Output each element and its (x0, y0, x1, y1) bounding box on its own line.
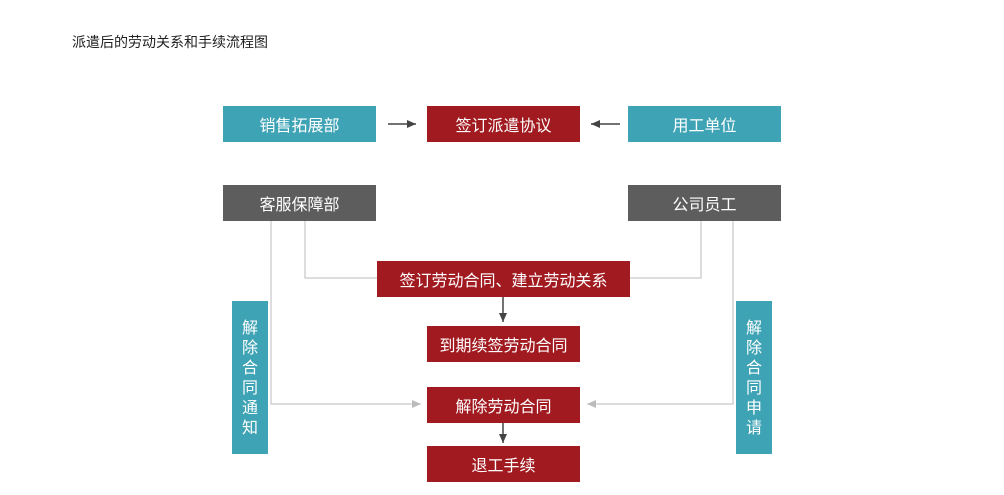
node-renew-contract: 到期续签劳动合同 (427, 326, 580, 362)
node-resignation-procedures: 退工手续 (427, 446, 580, 482)
node-termination-notice: 解除合同通知 (232, 301, 268, 454)
diagram-title: 派遣后的劳动关系和手续流程图 (72, 35, 268, 51)
line-service-to-contract (304, 221, 378, 279)
node-terminate-contract: 解除劳动合同 (427, 387, 580, 423)
node-sales-department: 销售拓展部 (223, 106, 376, 142)
node-sign-dispatch-agreement: 签订派遣协议 (427, 106, 580, 142)
node-sign-labor-contract: 签订劳动合同、建立劳动关系 (377, 261, 630, 297)
arrow-service-to-terminate (270, 221, 421, 408)
termination-request-label: 解除合同申请 (746, 317, 763, 437)
termination-notice-label: 解除合同通知 (242, 317, 259, 437)
node-company-staff: 公司员工 (628, 185, 781, 221)
arrow-staff-to-terminate (587, 221, 734, 408)
line-staff-to-contract (630, 221, 702, 279)
node-employer: 用工单位 (628, 106, 781, 142)
node-termination-request: 解除合同申请 (736, 301, 772, 454)
node-customer-service: 客服保障部 (223, 185, 376, 221)
